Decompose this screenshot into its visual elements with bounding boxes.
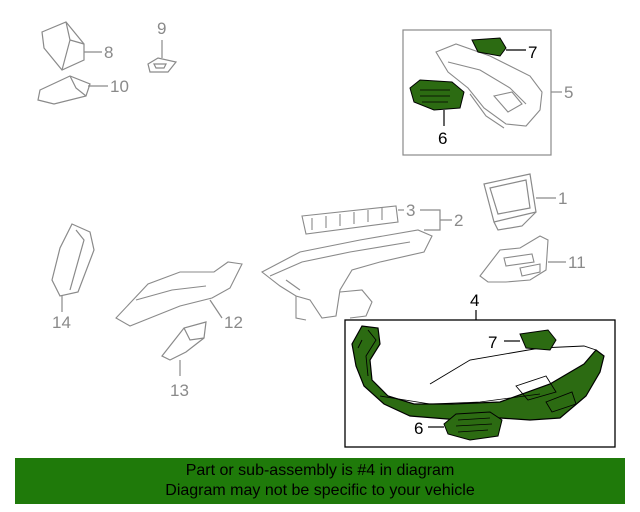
parts-diagram: 8 9 10 5 7 6 1 3 (37, 19, 616, 448)
leader-12 (209, 299, 223, 319)
part-8-cover (41, 21, 85, 71)
part-4-box (344, 319, 616, 448)
label-13: 13 (170, 381, 189, 400)
label-6-top: 6 (438, 129, 447, 148)
label-14: 14 (52, 313, 71, 332)
part-7-bottom-vent (519, 329, 557, 351)
part-14-side-trim (51, 223, 95, 297)
label-7-bottom: 7 (488, 333, 497, 352)
label-4: 4 (470, 291, 479, 310)
label-2: 2 (454, 211, 463, 230)
label-5: 5 (564, 83, 573, 102)
part-13-bracket (161, 321, 207, 361)
part-1-display (483, 173, 537, 231)
label-3: 3 (406, 201, 415, 220)
part-6-top-vent (409, 79, 465, 111)
part-7-top-vent (471, 37, 507, 57)
part-5-console (435, 43, 543, 129)
part-3-vent-strip (301, 205, 399, 235)
part-12-lower-trim (115, 261, 243, 327)
bracket-2 (420, 209, 452, 231)
part-11-switch-panel (479, 235, 549, 283)
part-9-clip (147, 57, 178, 73)
banner-line-2: Diagram may not be specific to your vehi… (165, 482, 475, 499)
info-banner: Part or sub-assembly is #4 in diagram Di… (15, 458, 625, 504)
label-9: 9 (157, 19, 166, 38)
label-11: 11 (568, 253, 586, 272)
part-6-bottom-vent (443, 411, 503, 441)
label-8: 8 (104, 43, 113, 62)
banner-line-1: Part or sub-assembly is #4 in diagram (185, 462, 455, 479)
part-2-dash-panel (260, 229, 433, 321)
part-4-console-assembly (351, 325, 605, 421)
label-1: 1 (558, 189, 567, 208)
label-7-top: 7 (528, 43, 537, 62)
label-12: 12 (224, 313, 243, 332)
part-10-panel (37, 75, 91, 105)
label-6-bottom: 6 (414, 419, 423, 438)
label-10: 10 (110, 77, 129, 96)
